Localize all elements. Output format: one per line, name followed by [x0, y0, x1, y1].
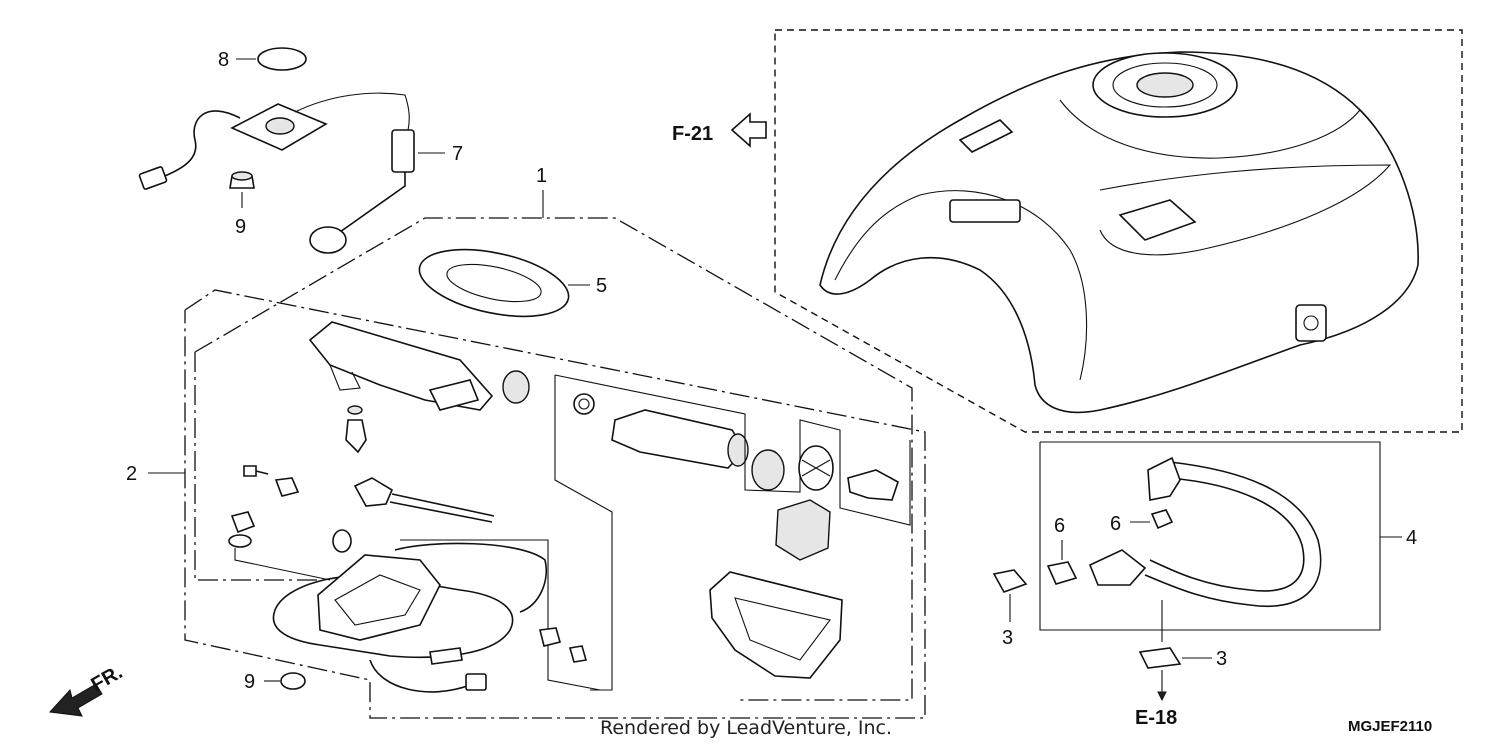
hose-clip-left[interactable]	[1046, 561, 1078, 585]
tank-mount-hole	[1303, 315, 1319, 331]
front-arrow-icon	[48, 683, 103, 717]
fuel-hose-boundary	[1039, 441, 1381, 631]
fuel-pump-bracket[interactable]	[317, 554, 441, 641]
diagram-part-code: MGJEF2110	[1348, 718, 1432, 735]
sensor-pipe	[391, 493, 495, 517]
fuel-strainer-spring[interactable]	[751, 449, 785, 491]
callout-9-upper: 9	[235, 216, 246, 238]
regulator-valve[interactable]	[345, 419, 367, 454]
fuel-filler-cap-center	[1136, 72, 1194, 98]
tank-mount-bracket[interactable]	[1295, 304, 1327, 342]
bolt-right[interactable]	[568, 645, 588, 663]
tank-inner-mount[interactable]	[949, 199, 1021, 223]
nut-small[interactable]	[274, 477, 300, 497]
float[interactable]	[309, 226, 347, 254]
fuel-sender-group: 8 7 9	[138, 47, 463, 254]
fuel-outlet-fitting[interactable]	[847, 469, 899, 501]
callout-6-right: 6	[1110, 513, 1121, 535]
ref-e18-label: E-18	[1135, 707, 1177, 729]
hose-clip-upper[interactable]	[1150, 509, 1174, 530]
fuel-hose-outer[interactable]	[1144, 461, 1322, 607]
small-o-ring[interactable]	[332, 529, 352, 553]
fuel-strainer[interactable]	[775, 499, 831, 561]
o-ring[interactable]	[257, 47, 307, 71]
callout-2: 2	[126, 463, 137, 485]
tank-bracket-side[interactable]	[1118, 199, 1197, 241]
sender-connector[interactable]	[138, 166, 168, 190]
pressure-regulator-spring[interactable]	[502, 370, 530, 404]
hose-quick-connector-top[interactable]	[1147, 456, 1181, 501]
callout-9-lower: 9	[244, 671, 255, 693]
hose-band-bottom[interactable]	[1138, 647, 1182, 669]
fuel-tank-side-contour	[1099, 164, 1392, 256]
callout-7: 7	[452, 143, 463, 165]
hose-quick-connector-bottom[interactable]	[1088, 549, 1147, 586]
pump-housing-tab[interactable]	[428, 379, 480, 411]
float-arm	[339, 172, 406, 233]
pump-output-wire	[369, 659, 471, 693]
fuel-pump-gasket[interactable]	[413, 238, 574, 328]
washer[interactable]	[228, 534, 252, 548]
fuel-pressure-sensor[interactable]	[353, 477, 394, 507]
ref-f21-arrow-icon	[730, 112, 767, 148]
nut-right[interactable]	[539, 627, 561, 647]
ref-f21-label: F-21	[672, 123, 713, 145]
fuel-tank-group	[774, 29, 1463, 433]
fuel-pump-motor[interactable]	[611, 409, 747, 469]
fuel-hose-group: 4 6 6 3 3 E-18	[992, 441, 1417, 729]
fuel-tank-top-contour	[1059, 99, 1361, 159]
callout-5: 5	[596, 275, 607, 297]
base-plate-harness	[394, 542, 547, 613]
callout-3-right: 3	[1216, 648, 1227, 670]
hose-band-left[interactable]	[992, 569, 1028, 593]
fuel-pump-cover[interactable]	[709, 571, 843, 679]
callout-3-left: 3	[1002, 627, 1013, 649]
callout-4: 4	[1406, 527, 1417, 549]
fuel-level-sensor[interactable]	[391, 129, 415, 173]
callout-1: 1	[536, 165, 547, 187]
reference-f21: F-21	[672, 112, 767, 148]
pump-wire-connector[interactable]	[465, 673, 487, 691]
tank-bracket-top[interactable]	[958, 119, 1014, 153]
fuel-hose-inner	[1149, 477, 1305, 592]
callout-8: 8	[218, 49, 229, 71]
front-direction-indicator: FR.	[48, 661, 126, 717]
callout-6-left: 6	[1054, 515, 1065, 537]
watermark-text: Rendered by LeadVenture, Inc.	[600, 717, 892, 739]
hex-nut[interactable]	[230, 511, 256, 534]
fuel-pump-assembly-boundary	[194, 217, 913, 701]
ground-terminal[interactable]	[429, 647, 463, 665]
fuel-sender-port	[265, 117, 295, 135]
pump-inlet-fitting[interactable]	[573, 393, 595, 415]
fuel-filler-cap-ring	[1112, 62, 1218, 108]
ref-e18-arrow-icon	[1157, 691, 1167, 702]
sender-wire-harness	[159, 110, 241, 179]
fuel-pump-group: 1 2 5	[126, 165, 926, 719]
fuel-pump-subassembly-boundary	[184, 289, 926, 719]
sender-float-wire	[294, 92, 410, 131]
bolt-small[interactable]	[243, 465, 257, 477]
grommet-lower[interactable]	[280, 672, 306, 690]
